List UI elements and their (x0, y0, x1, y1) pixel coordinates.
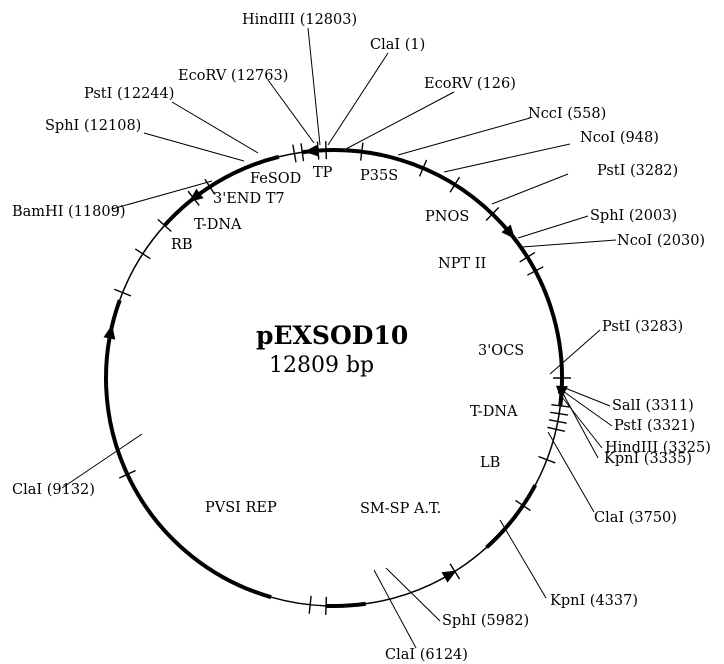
site-label-kpni-4337: KpnI (4337) (550, 593, 638, 609)
arrow-pnos (501, 224, 516, 240)
backbone-arc-left (104, 299, 272, 600)
backbone-hollow-outer-4 (278, 151, 303, 158)
site-label-kpni-3335: KpnI (3335) (604, 451, 692, 467)
site-label-psti-3282: PstI (3282) (597, 163, 678, 179)
backbone-arc-right (301, 148, 564, 407)
site-tick-8 (527, 266, 544, 276)
site-tick-6 (485, 207, 500, 221)
site-label-hindiii-12803: HindIII (12803) (242, 12, 357, 28)
site-tick-10 (551, 403, 570, 408)
site-label-ncoi-948: NcoI (948) (580, 130, 659, 146)
site-labels: HindIII (12803) ClaI (1) EcoRV (12763) P… (12, 12, 711, 663)
site-tick-20 (113, 288, 132, 297)
feature-label-t-dna-right: T-DNA (470, 404, 518, 420)
leader-lines (61, 27, 617, 649)
arrow-pvsi (103, 324, 116, 340)
backbone (103, 141, 571, 615)
feature-label-rb: RB (171, 237, 193, 253)
site-label-psti-3283: PstI (3283) (602, 319, 683, 335)
backbone-arc-upper-left (163, 154, 280, 227)
site-label-bamhi-11809: BamHI (11809) (12, 204, 125, 220)
site-tick-25 (292, 144, 297, 163)
backbone-arc-lower-right (485, 484, 538, 549)
site-tick-14 (538, 455, 556, 464)
feature-label-sm-sp-at: SM-SP A.T. (360, 501, 441, 517)
feature-label-fesod: FeSOD (250, 171, 301, 187)
site-tick-4 (418, 159, 428, 177)
site-label-ecorv-12763: EcoRV (12763) (178, 68, 288, 84)
site-label-clai-9132: ClaI (9132) (12, 482, 95, 498)
site-label-hindiii-3325: HindIII (3325) (605, 440, 711, 456)
site-tick-21 (134, 248, 151, 260)
site-label-sphi-12108: SphI (12108) (45, 118, 141, 134)
site-label-clai-6124: ClaI (6124) (385, 647, 468, 663)
backbone-hollow-outer-2 (270, 596, 327, 607)
site-tick-0 (300, 143, 305, 162)
site-tick-18 (308, 595, 312, 614)
feature-label-3end-t7: 3'END T7 (213, 191, 285, 207)
site-tick-22 (157, 218, 172, 232)
site-tick-15 (515, 499, 531, 512)
site-tick-12 (548, 419, 567, 424)
site-label-psti-12244: PstI (12244) (84, 86, 174, 102)
backbone-hollow-outer-1 (365, 546, 488, 605)
feature-label-npt-ii: NPT II (438, 256, 486, 272)
site-label-ncci-558: NccI (558) (528, 106, 606, 122)
site-tick-5 (449, 176, 461, 193)
backbone-hollow-outer-3 (119, 224, 166, 301)
site-tick-17 (325, 596, 328, 615)
feature-label-3ocs: 3'OCS (478, 343, 524, 359)
arrow-fesod (188, 188, 204, 202)
site-tick-11 (550, 411, 569, 416)
feature-label-p35s: P35S (360, 168, 398, 184)
feature-label-tp: TP (313, 165, 333, 181)
site-label-clai-3750: ClaI (3750) (594, 510, 677, 526)
site-label-psti-3321: PstI (3321) (614, 418, 695, 434)
feature-label-pvsi-rep: PVSI REP (205, 500, 277, 516)
site-label-sphi-2003: SphI (2003) (590, 208, 677, 224)
site-tick-7 (519, 251, 536, 263)
feature-label-t-dna-left: T-DNA (194, 217, 242, 233)
site-label-sali-3311: SalI (3311) (612, 398, 694, 414)
site-tick-2 (325, 141, 328, 160)
feature-label-lb: LB (480, 455, 500, 471)
arrow-3ocs (555, 385, 568, 400)
backbone-arc-bottom (325, 601, 367, 608)
feature-labels: FeSOD TP P35S 3'END T7 T-DNA RB PNOS NPT… (171, 165, 524, 517)
site-label-sphi-5982: SphI (5982) (442, 613, 529, 629)
site-tick-19 (118, 469, 136, 479)
site-tick-3 (359, 142, 364, 161)
site-label-clai-1: ClaI (1) (370, 37, 425, 53)
site-tick-24 (204, 178, 216, 195)
arrow-tp (304, 144, 319, 157)
site-label-ncoi-2030: NcoI (2030) (617, 233, 705, 249)
plasmid-size: 12809 bp (269, 353, 374, 378)
arrow-smsp (441, 570, 457, 583)
plasmid-name: pEXSOD10 (256, 321, 408, 350)
feature-label-pnos: PNOS (425, 209, 469, 225)
site-tick-13 (547, 426, 566, 432)
backbone-hollow-outer-0 (534, 405, 562, 486)
site-label-ecorv-126: EcoRV (126) (424, 76, 516, 92)
